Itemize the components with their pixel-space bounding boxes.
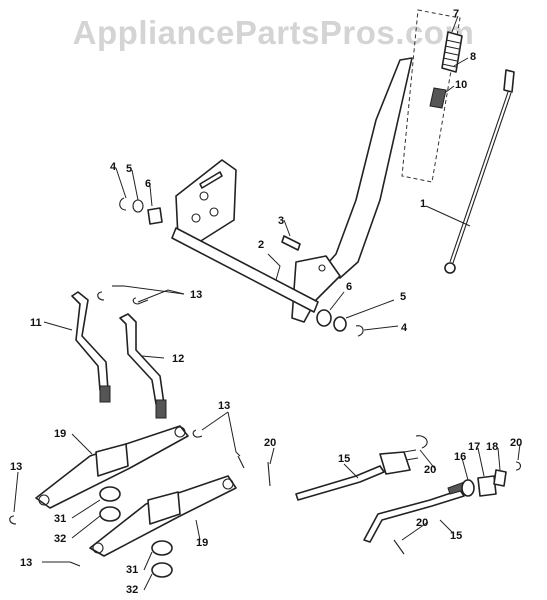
callout-13-top: 13: [190, 289, 202, 301]
clip: [515, 461, 522, 471]
arm-hole: [174, 426, 186, 438]
clip: [97, 291, 105, 301]
nut-16: [461, 479, 475, 497]
arm-hole: [38, 494, 50, 506]
callout-8: 8: [470, 51, 476, 63]
callout-3: 3: [278, 215, 284, 227]
bracket-18: [493, 469, 507, 487]
link-thread-right: [155, 399, 167, 419]
callout-17: 17: [468, 441, 480, 453]
leader-lines: [13, 15, 521, 591]
link-thread-left: [99, 385, 111, 403]
clip: [69, 561, 81, 567]
handle-pivot-hole: [318, 264, 326, 272]
bracket-hole: [191, 213, 201, 223]
callout-5-left: 5: [126, 163, 132, 175]
bracket-slot: [199, 171, 223, 189]
handle-grip: [441, 31, 463, 73]
callout-13-left: 13: [10, 461, 22, 473]
lift-link-right: [119, 313, 165, 405]
callout-7: 7: [453, 8, 459, 20]
bracket-hole: [209, 207, 219, 217]
callout-1: 1: [420, 198, 426, 210]
handle-mount-plate: [291, 255, 341, 323]
spacer-31-lower: [151, 540, 173, 556]
callout-4-right: 4: [401, 322, 408, 334]
callout-20-d: 20: [510, 437, 522, 449]
callout-31-upper: 31: [54, 513, 66, 525]
callout-10: 10: [455, 79, 467, 91]
lift-shaft: [171, 227, 319, 313]
rod-bracket: [379, 451, 411, 475]
callout-2: 2: [258, 239, 264, 251]
clip: [267, 461, 271, 487]
callout-4-left: 4: [110, 161, 117, 173]
adjust-rod-lower: [363, 489, 465, 543]
grip-guide-outline: [401, 9, 461, 183]
clip: [132, 297, 149, 305]
callout-18: 18: [486, 441, 498, 453]
release-rod: [444, 69, 515, 274]
nut-32-lower: [151, 562, 173, 578]
mount-bracket: [175, 159, 237, 245]
callout-15-upper: 15: [338, 453, 350, 465]
clip: [192, 429, 203, 438]
callout-20-c: 20: [416, 517, 428, 529]
bracket-hole: [199, 191, 209, 201]
callout-13-bottom: 13: [20, 557, 32, 569]
callout-11: 11: [30, 317, 42, 329]
rod-end: [403, 449, 419, 461]
clip: [393, 539, 405, 555]
clip: [415, 435, 428, 449]
callout-15-lower: 15: [450, 530, 462, 542]
clip: [9, 515, 17, 525]
handle-spring: [429, 87, 447, 109]
arm-hole: [92, 542, 104, 554]
callout-12: 12: [172, 353, 184, 365]
spacer-31-upper: [99, 486, 121, 502]
callout-20-a: 20: [264, 437, 276, 449]
adjust-rod-upper: [295, 465, 385, 501]
callout-32-lower: 32: [126, 584, 138, 596]
clip-left: [119, 197, 127, 211]
callout-16: 16: [454, 451, 466, 463]
callout-31-lower: 31: [126, 564, 138, 576]
callout-19-lower: 19: [196, 537, 208, 549]
arm-boss: [147, 491, 181, 525]
lift-handle: [319, 57, 413, 279]
callout-5-right: 5: [400, 291, 406, 303]
callout-19-upper: 19: [54, 428, 66, 440]
trunnion-17: [477, 475, 497, 497]
watermark-text: AppliancePartsPros.com: [72, 14, 475, 51]
washer-right: [333, 316, 347, 332]
callout-32-upper: 32: [54, 533, 66, 545]
callout-6-right: 6: [346, 281, 352, 293]
callout-20-b: 20: [424, 464, 436, 476]
arm-hole: [222, 478, 234, 490]
cotter-pin: [281, 235, 301, 251]
clip: [237, 455, 245, 469]
clip-right: [355, 325, 364, 337]
nut-32-upper: [99, 506, 121, 522]
callout-6-left: 6: [145, 178, 151, 190]
bushing-right: [316, 309, 332, 327]
callout-13-mid: 13: [218, 400, 230, 412]
lift-link-left: [71, 291, 109, 391]
bushing-left: [147, 207, 163, 225]
arm-boss: [95, 443, 129, 477]
washer-left: [132, 199, 144, 213]
